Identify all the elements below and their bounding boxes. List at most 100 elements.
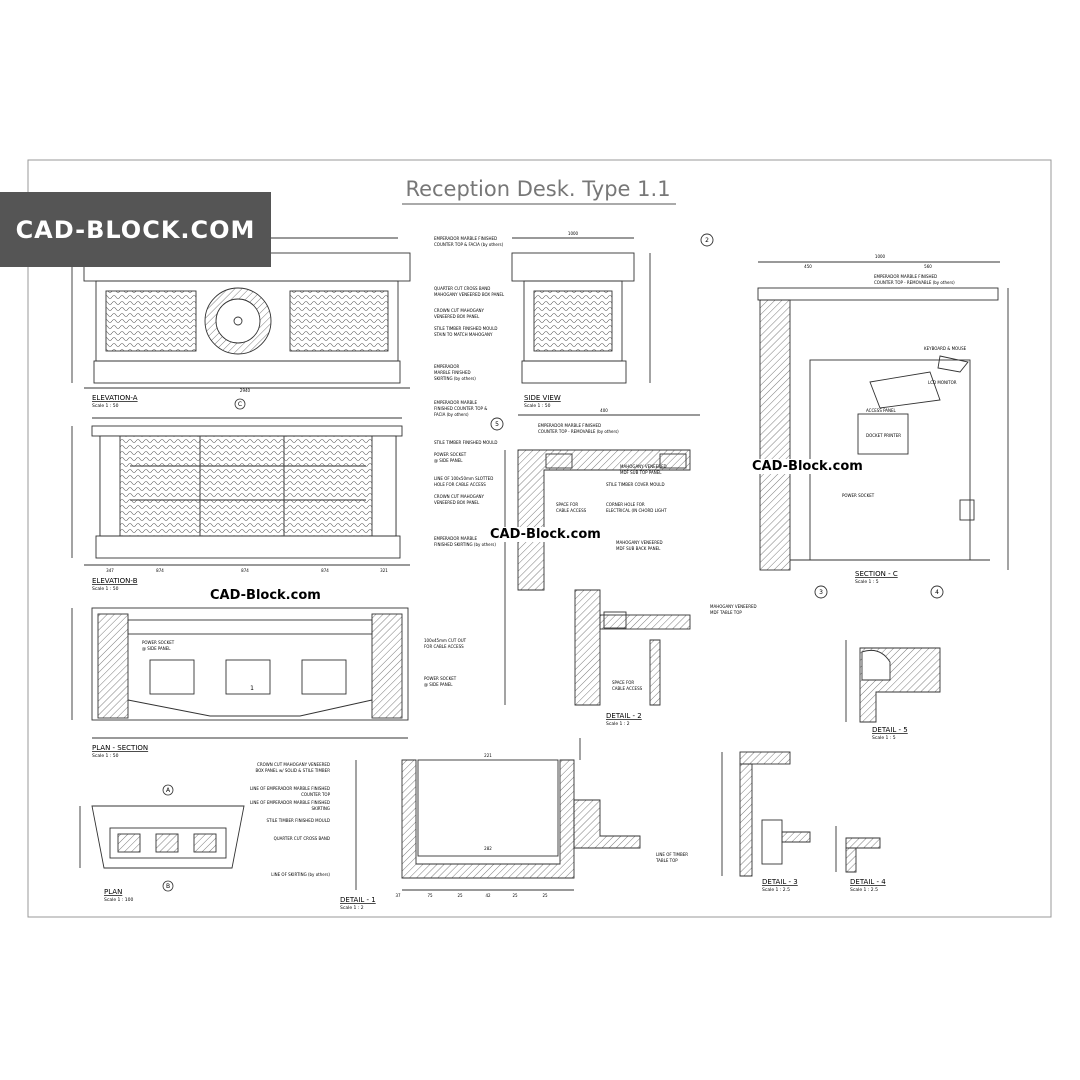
dim-section-c-0: 450: [804, 264, 812, 269]
dim-elev-b-1: 874: [156, 568, 164, 573]
note-elev-a-9: MARBLE FINISHED: [434, 370, 471, 375]
detail-2: [490, 414, 700, 706]
note-detail-2-2: MAHOGANY VENEERED: [620, 464, 667, 469]
note-detail-1-5: SKIRTING: [311, 806, 330, 811]
note-detail-2-14: CABLE ACCESS: [612, 686, 643, 691]
note-elev-b-10: EMPERADOR MARBLE: [434, 536, 477, 541]
plan-section-notes: POWER SOCKET @ SIDE PANEL 100x45mm CUT O…: [142, 638, 467, 687]
note-elev-b-3: STILE TIMBER FINISHED MOULD: [434, 440, 498, 445]
section-c-dims: 450 560 1000: [804, 254, 932, 269]
note-detail-1-4: LINE OF EMPERADOR MARBLE FINISHED: [250, 800, 330, 805]
note-plan-section-5: @ SIDE PANEL: [424, 682, 453, 687]
detail-4-scale: Scale 1 : 2.5: [850, 887, 878, 893]
note-elev-b-0: EMPERADOR MARBLE: [434, 400, 477, 405]
note-elev-b-8: CROWN CUT MAHOGANY: [434, 494, 485, 499]
detail-4: [835, 826, 881, 873]
note-detail-2-3: MDF SUB TOP PANEL: [620, 470, 662, 475]
watermark-center: CAD-Block.com: [488, 527, 603, 542]
detail-4-label: DETAIL - 4: [850, 878, 886, 886]
detail-2-notes: EMPERADOR MARBLE FINISHED COUNTER TOP - …: [538, 423, 757, 691]
marker-c: C: [238, 401, 242, 408]
side-view-scale: Scale 1 : 50: [524, 403, 551, 409]
detail-1-notes-right: LINE OF TIMBER TABLE TOP: [655, 852, 688, 863]
note-detail-1-3: COUNTER TOP: [301, 792, 330, 797]
note-detail-1-7: QUARTER CUT CROSS BAND: [274, 836, 330, 841]
elevation-a-label: ELEVATION-A: [92, 394, 138, 402]
detail-5: [845, 640, 941, 723]
section-c-scale: Scale 1 : 5: [855, 579, 879, 585]
note-elev-a-10: SKIRTING (by others): [434, 376, 476, 381]
note-detail-1-2: LINE OF EMPERADOR MARBLE FINISHED: [250, 786, 330, 791]
note-elev-a-8: EMPERADOR: [434, 364, 460, 369]
detail-3-scale: Scale 1 : 2.5: [762, 887, 790, 893]
elevation-b-dims: 347 874 874 874 321: [106, 568, 388, 573]
dim-elev-b-0: 347: [106, 568, 114, 573]
detail-2-scale: Scale 1 : 2: [606, 721, 630, 727]
detail-3-label: DETAIL - 3: [762, 878, 798, 886]
marker-a: A: [166, 787, 171, 794]
note-plan-section-3: FOR CABLE ACCESS: [424, 644, 464, 649]
elevation-b-notes: EMPERADOR MARBLE FINISHED COUNTER TOP & …: [434, 400, 498, 547]
drawing-title: Reception Desk. Type 1.1: [405, 177, 670, 201]
elevation-a: [71, 237, 411, 389]
dim-detail-1-2: 25: [457, 893, 463, 898]
note-plan-section-1: @ SIDE PANEL: [142, 646, 171, 651]
dim-detail-1-5: 25: [542, 893, 548, 898]
detail-2-label: DETAIL - 2: [606, 712, 642, 720]
detail-1-scale: Scale 1 : 2: [340, 905, 364, 911]
elevation-b-label: ELEVATION-B: [92, 577, 138, 585]
dim-detail-1-0: 37: [395, 893, 401, 898]
plan-section: [71, 607, 409, 739]
marker-5: 5: [495, 421, 499, 428]
section-marker-labels: C A B 1 2 3 4 5: [166, 237, 939, 890]
section-c-notes: EMPERADOR MARBLE FINISHED COUNTER TOP - …: [842, 274, 967, 498]
dim-detail-1-7: 282: [484, 846, 492, 851]
note-plan-section-0: POWER SOCKET: [142, 640, 175, 645]
note-section-c-2: LCD MONITOR: [928, 380, 957, 385]
note-detail-1-8: LINE OF SKIRTING (by others): [271, 872, 330, 877]
elevation-b-scale: Scale 1 : 50: [92, 586, 119, 592]
detail-1: [355, 738, 641, 891]
section-c: [700, 233, 1009, 599]
note-detail-2-7: SPACE FOR: [556, 502, 578, 507]
note-detail-2-9: MAHOGANY VENEERED: [616, 540, 663, 545]
note-detail-2-0: EMPERADOR MARBLE FINISHED: [538, 423, 601, 428]
note-elev-a-4: CROWN CUT MAHOGANY: [434, 308, 485, 313]
note-elev-a-0: EMPERADOR MARBLE FINISHED: [434, 236, 497, 241]
brand-banner: CAD-BLOCK.COM: [0, 192, 271, 267]
section-c-label: SECTION - C: [855, 570, 898, 578]
dim-section-c-2: 1000: [875, 254, 886, 259]
detail-1-label: DETAIL - 1: [340, 896, 376, 904]
note-detail-2-4: STILE TIMBER COVER MOULD: [606, 482, 665, 487]
note-elev-b-4: POWER SOCKET: [434, 452, 467, 457]
note-elev-b-2: FACIA (by others): [434, 412, 469, 417]
dim-side-width: 1000: [568, 231, 579, 236]
elevation-b: [71, 417, 410, 566]
note-detail-2-12: MDF TABLE TOP: [710, 610, 742, 615]
marker-3: 3: [819, 589, 823, 596]
detail-3: [721, 751, 811, 877]
note-plan-section-4: POWER SOCKET: [424, 676, 457, 681]
note-detail-2-6: ELECTRICAL (IN CHORD LIGHT: [606, 508, 667, 513]
note-plan-section-2: 100x45mm CUT OUT: [424, 638, 467, 643]
note-elev-b-11: FINISHED SKIRTING (by others): [434, 542, 496, 547]
plan-label: PLAN: [104, 888, 122, 896]
note-detail-1-6: STILE TIMBER FINISHED MOULD: [267, 818, 331, 823]
dim-elev-b-3: 874: [321, 568, 329, 573]
plan-small: [79, 805, 245, 869]
note-elev-b-6: LINE OF 100x50mm SLOTTED: [434, 476, 493, 481]
detail-5-label: DETAIL - 5: [872, 726, 908, 734]
dim-detail-1-6: 221: [484, 753, 492, 758]
note-detail-2-11: MAHOGANY VENEERED: [710, 604, 757, 609]
note-elev-b-9: VENEERED BOX PANEL: [434, 500, 480, 505]
plan-scale: Scale 1 : 100: [104, 897, 134, 903]
note-elev-a-7: STAIN TO MATCH MAHOGANY: [434, 332, 493, 337]
detail-1-notes: CROWN CUT MAHOGANY VENEERED BOX PANEL w/…: [250, 762, 331, 877]
sheet-border: [27, 159, 1052, 918]
note-elev-b-5: @ SIDE PANEL: [434, 458, 463, 463]
note-detail-1-10: TABLE TOP: [655, 858, 678, 863]
marker-1: 1: [250, 685, 254, 692]
marker-4: 4: [935, 589, 939, 596]
note-section-c-5: DOCKET PRINTER: [866, 433, 901, 438]
dim-detail-1-3: 42: [485, 893, 491, 898]
